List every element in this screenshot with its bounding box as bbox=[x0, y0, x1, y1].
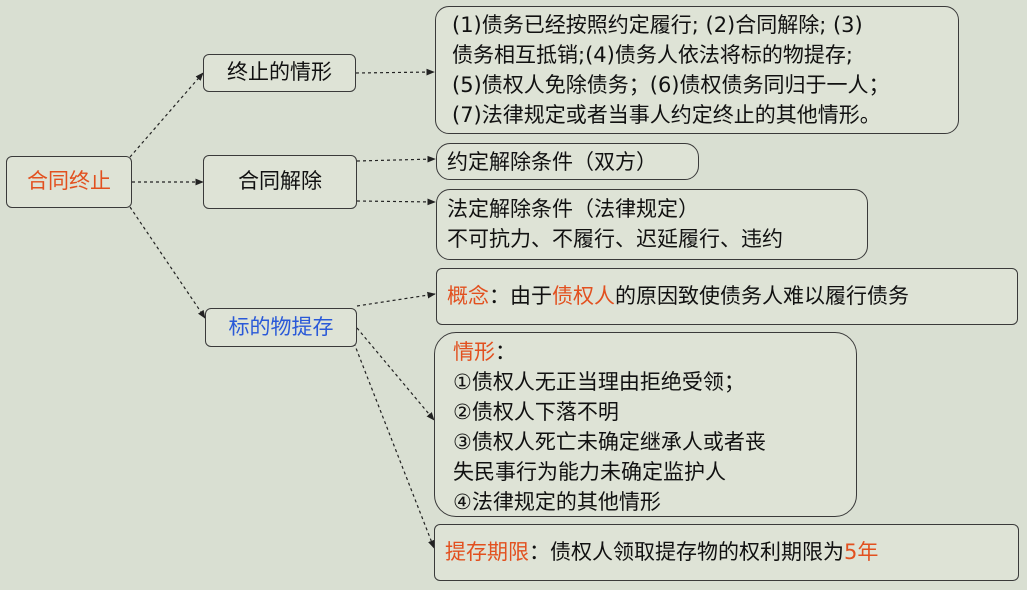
termination-detail-line: (5)债权人免除债务；(6)债权债务同归于一人； bbox=[452, 73, 890, 97]
concept-sep: ：由于 bbox=[489, 284, 552, 308]
situation-item: ③债权人死亡未确定继承人或者丧 bbox=[453, 430, 766, 454]
arrow-deposit-to-concept bbox=[356, 291, 436, 307]
termination-detail-box: (1)债务已经按照约定履行; (2)合同解除; (3) 债务相互抵销;(4)债务… bbox=[435, 6, 959, 134]
period-key: 提存期限 bbox=[445, 540, 529, 564]
arrow-root-to-termination bbox=[129, 72, 204, 158]
situations-box: 情形： ①债权人无正当理由拒绝受领； ②债权人下落不明 ③债权人死亡未确定继承人… bbox=[434, 332, 857, 517]
arrow-rescission-to-statutory bbox=[356, 198, 436, 206]
deposit-node: 标的物提存 bbox=[205, 308, 357, 347]
arrow-deposit-to-situations bbox=[356, 327, 435, 421]
statutory-conditions-title: 法定解除条件（法律规定） bbox=[447, 197, 699, 221]
situations-sep: ： bbox=[495, 340, 516, 364]
concept-highlight: 债权人 bbox=[552, 284, 615, 308]
period-highlight: 5年 bbox=[844, 540, 879, 564]
situation-item: ②债权人下落不明 bbox=[453, 400, 619, 424]
root-label: 合同终止 bbox=[27, 169, 111, 193]
rescission-label: 合同解除 bbox=[238, 169, 322, 193]
period-box: 提存期限：债权人领取提存物的权利期限为5年 bbox=[434, 524, 1019, 581]
concept-box: 概念：由于债权人的原因致使债务人难以履行债务 bbox=[436, 268, 1018, 325]
arrow-termination-to-detail bbox=[355, 68, 435, 76]
agreed-conditions-box: 约定解除条件（双方） bbox=[436, 143, 699, 180]
arrow-rescission-to-agreed bbox=[356, 155, 436, 163]
concept-key: 概念 bbox=[447, 284, 489, 308]
agreed-conditions-text: 约定解除条件（双方） bbox=[447, 150, 657, 174]
statutory-conditions-box: 法定解除条件（法律规定） 不可抗力、不履行、迟延履行、违约 bbox=[436, 189, 868, 260]
arrow-deposit-to-period bbox=[353, 342, 435, 549]
concept-rest: 的原因致使债务人难以履行债务 bbox=[615, 284, 909, 308]
termination-node: 终止的情形 bbox=[203, 54, 356, 92]
situations-heading: 情形： bbox=[453, 337, 846, 367]
statutory-conditions-list: 不可抗力、不履行、迟延履行、违约 bbox=[447, 227, 783, 251]
termination-detail-line: (1)债务已经按照约定履行; (2)合同解除; (3) bbox=[452, 13, 863, 37]
situation-item: ④法律规定的其他情形 bbox=[453, 490, 661, 514]
deposit-label: 标的物提存 bbox=[228, 315, 334, 339]
situation-item: ①债权人无正当理由拒绝受领； bbox=[453, 370, 745, 394]
termination-detail-line: 债务相互抵销;(4)债务人依法将标的物提存; bbox=[452, 43, 853, 67]
termination-label: 终止的情形 bbox=[227, 60, 332, 84]
situations-key: 情形 bbox=[453, 340, 495, 364]
termination-detail-line: (7)法律规定或者当事人约定终止的其他情形。 bbox=[452, 103, 881, 127]
root-node: 合同终止 bbox=[6, 156, 132, 208]
rescission-node: 合同解除 bbox=[203, 155, 357, 209]
period-sep: ： bbox=[529, 540, 550, 564]
arrow-root-to-deposit bbox=[129, 206, 206, 319]
situation-item: 失民事行为能力未确定监护人 bbox=[453, 460, 726, 484]
period-text: 债权人领取提存物的权利期限为 bbox=[550, 540, 844, 564]
